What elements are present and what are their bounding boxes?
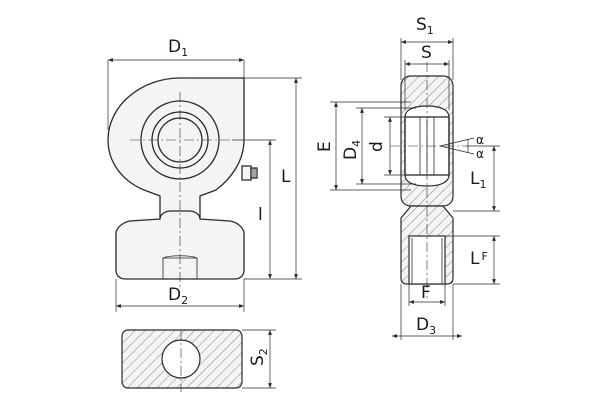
side-section-view bbox=[330, 38, 500, 340]
label-s1: S1 bbox=[416, 15, 434, 37]
label-d4: D4 bbox=[341, 140, 363, 160]
front-neck bbox=[159, 210, 201, 220]
bottom-section-view bbox=[121, 329, 276, 392]
label-d-bore: d bbox=[367, 141, 387, 152]
front-view bbox=[107, 58, 302, 312]
label-l1: L1 bbox=[470, 169, 486, 191]
label-d2: D2 bbox=[168, 285, 188, 307]
label-f: F bbox=[421, 283, 431, 303]
label-alpha-lower: α bbox=[476, 147, 484, 161]
grease-nipple bbox=[241, 165, 258, 181]
label-s2: S2 bbox=[248, 348, 270, 366]
label-l-small: l bbox=[258, 205, 263, 225]
label-e: E bbox=[315, 141, 335, 152]
label-d1: D1 bbox=[168, 37, 188, 59]
label-s: S bbox=[421, 43, 432, 63]
label-alpha-upper: α bbox=[476, 133, 484, 147]
label-d3: D3 bbox=[416, 315, 436, 337]
label-l: L bbox=[281, 167, 291, 187]
